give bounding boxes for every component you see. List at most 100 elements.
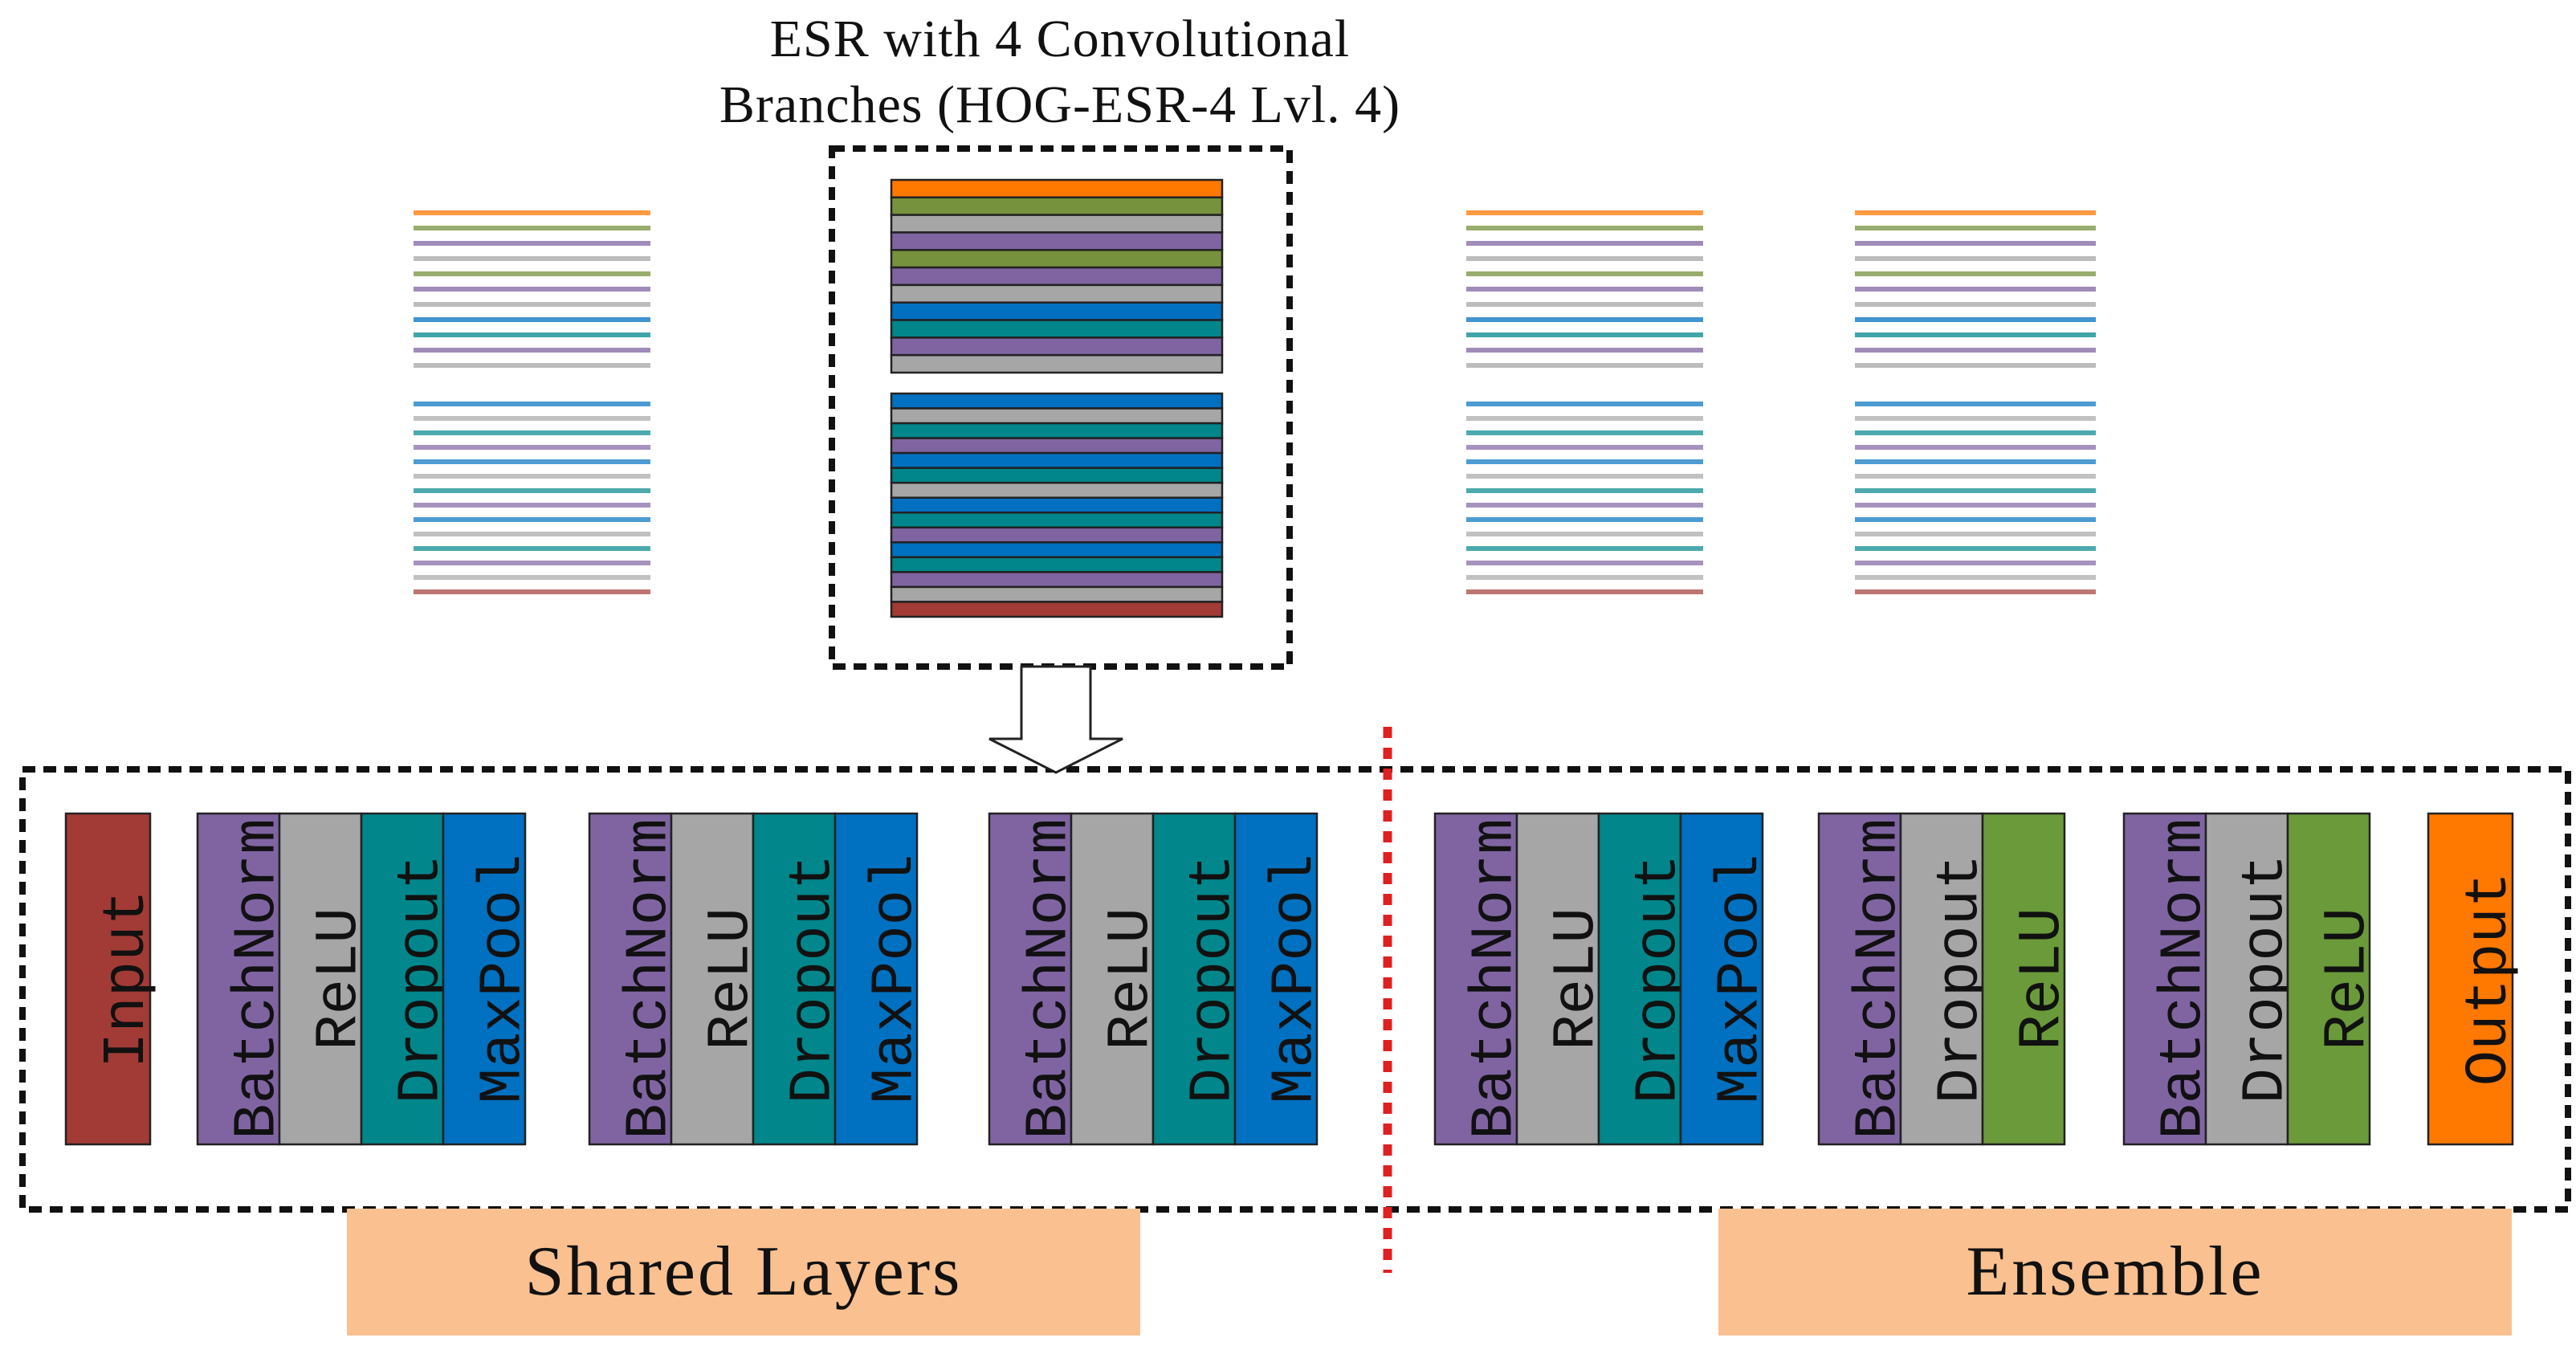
branch-stripe — [1466, 402, 1703, 406]
branch-stripe — [1466, 445, 1703, 450]
branch-stripe — [1466, 332, 1703, 337]
branch-stripe — [1466, 532, 1703, 536]
branch-stripe — [414, 416, 650, 421]
branch-layer-stripe — [890, 571, 1224, 589]
branch-stripe — [1466, 474, 1703, 479]
ensemble-1-relu-block-box — [1515, 812, 1600, 1146]
branch-layer-stripe — [890, 407, 1224, 425]
branch-layer-stripe — [890, 437, 1224, 455]
branch-layer-stripe — [890, 319, 1224, 339]
frames-layer — [19, 145, 2571, 1273]
branch-stripe — [1466, 575, 1703, 580]
ensemble-caption: Ensemble — [1966, 1233, 2264, 1311]
network-frame — [19, 766, 2571, 1213]
branch-stripe — [1466, 561, 1703, 565]
branch-stripe — [1466, 430, 1703, 435]
input-block-box — [64, 812, 152, 1146]
branch-stripe — [1855, 445, 2096, 450]
branch-stripe — [414, 589, 650, 594]
branch-stripe — [414, 226, 650, 230]
branch-stripe — [1855, 416, 2096, 421]
branch-stripe — [1855, 210, 2096, 215]
branch-layer-stripe — [890, 392, 1224, 410]
title-line-1: ESR with 4 Convolutional — [769, 10, 1351, 68]
branch-stripe — [1855, 561, 2096, 565]
branch-stripe — [1855, 332, 2096, 337]
shared-1-relu-block: ReLU — [278, 812, 374, 1146]
branch-stripe — [1855, 474, 2096, 479]
branch-stripe — [1855, 402, 2096, 406]
shared-3-relu-block: ReLU — [1070, 812, 1166, 1146]
shared-3-batchnorm-block: BatchNorm — [988, 812, 1084, 1146]
shared-2-relu-block: ReLU — [670, 812, 766, 1146]
shared-2-batchnorm-block: BatchNorm — [588, 812, 684, 1146]
shared-1-batchnorm-block-box — [196, 812, 281, 1146]
ensemble-1-maxpool-block-label: MaxPool — [1708, 854, 1775, 1104]
branch-stripe — [1855, 241, 2096, 246]
branch-stripe — [414, 317, 650, 322]
branch-stripe — [1466, 271, 1703, 276]
shared-layers-caption-box — [347, 1209, 1140, 1336]
branch-layer-stripe — [890, 556, 1224, 573]
branch-layer-stripe — [890, 178, 1224, 199]
ensemble-2-relu-block-label: ReLU — [2010, 907, 2077, 1050]
branch-stripe — [414, 445, 650, 450]
shared-3-batchnorm-block-box — [988, 812, 1073, 1146]
output-block-box — [2427, 812, 2514, 1146]
shared-2-maxpool-block: MaxPool — [834, 812, 930, 1146]
branch-stripes-layer — [414, 178, 2096, 618]
branch-stripe — [1466, 317, 1703, 322]
ensemble-3-batchnorm-block: BatchNorm — [2122, 812, 2219, 1146]
ensemble-1-relu-block: ReLU — [1515, 812, 1612, 1146]
shared-2-dropout-block-box — [752, 812, 837, 1146]
branch-layer-stripe — [890, 301, 1224, 321]
branch-stripe — [1466, 226, 1703, 230]
ensemble-3-relu-block: ReLU — [2286, 812, 2382, 1146]
ensemble-1-maxpool-block-box — [1679, 812, 1764, 1146]
shared-1-batchnorm-block: BatchNorm — [196, 812, 292, 1146]
shared-2-maxpool-block-label: MaxPool — [862, 854, 930, 1104]
ensemble-2-batchnorm-block: BatchNorm — [1817, 812, 1914, 1146]
branch-stack-2 — [890, 178, 1224, 618]
branch-layer-stripe — [890, 353, 1224, 374]
branch-stripe — [1855, 575, 2096, 580]
branch-layer-stripe — [890, 496, 1224, 514]
ensemble-3-relu-block-label: ReLU — [2315, 907, 2382, 1050]
branch-stripe — [1466, 488, 1703, 493]
ensemble-1-batchnorm-block: BatchNorm — [1433, 812, 1530, 1146]
branch-stripe — [1855, 517, 2096, 522]
branch-stripe — [414, 546, 650, 551]
shared-3-dropout-block-box — [1151, 812, 1237, 1146]
shared-2-maxpool-block-box — [834, 812, 919, 1146]
branch-layer-stripe — [890, 601, 1224, 618]
branch-stack-3 — [1466, 210, 1703, 594]
branch-stripe — [1466, 302, 1703, 307]
shared-1-maxpool-block: MaxPool — [442, 812, 538, 1146]
shared-3-dropout-block: Dropout — [1151, 812, 1248, 1146]
branch-stripe — [414, 256, 650, 261]
shared-layers-caption: Shared Layers — [525, 1233, 963, 1311]
ensemble-1-maxpool-block: MaxPool — [1679, 812, 1775, 1146]
branch-stripe — [1466, 256, 1703, 261]
branch-stripe — [1855, 488, 2096, 493]
branch-highlight-frame — [829, 145, 1293, 670]
branch-stripe — [1466, 210, 1703, 215]
branch-layer-stripe — [890, 283, 1224, 304]
shared-1-dropout-block-box — [360, 812, 445, 1146]
ensemble-1-batchnorm-block-box — [1433, 812, 1518, 1146]
branch-layer-stripe — [890, 214, 1224, 234]
branch-stripe — [1855, 271, 2096, 276]
branch-layer-stripe — [890, 451, 1224, 469]
branch-stripe — [414, 402, 650, 406]
branch-layer-stripe — [890, 481, 1224, 499]
input-block: Input — [64, 812, 161, 1146]
ensemble-2-relu-block: ReLU — [1981, 812, 2077, 1146]
shared-1-dropout-block: Dropout — [360, 812, 456, 1146]
branch-stripe — [414, 287, 650, 292]
captions-layer: Shared Layers Ensemble — [347, 1209, 2512, 1336]
branch-layer-stripe — [890, 336, 1224, 357]
ensemble-3-dropout-block-box — [2204, 812, 2289, 1146]
branch-stack-1 — [414, 210, 650, 594]
branch-layer-stripe — [890, 585, 1224, 603]
